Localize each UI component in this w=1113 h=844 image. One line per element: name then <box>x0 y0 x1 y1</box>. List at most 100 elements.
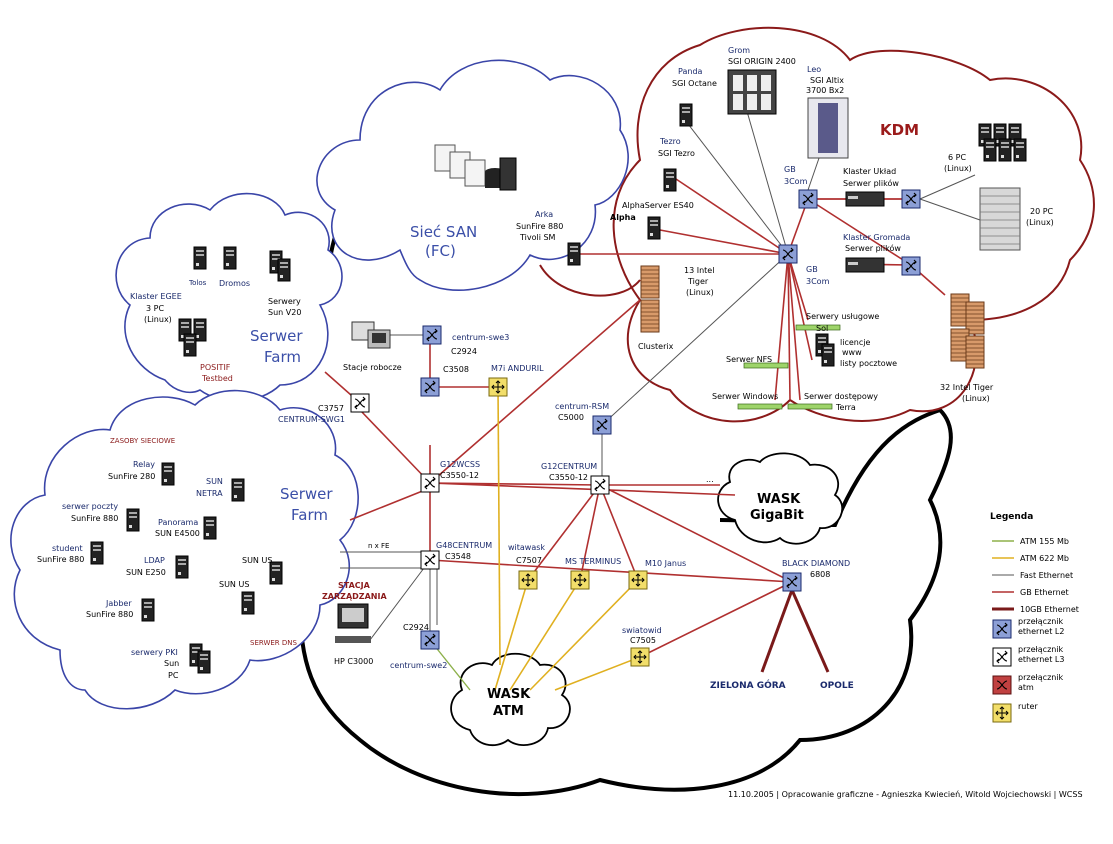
tiger13-label: 13 Intel <box>684 266 714 275</box>
stacja-b: ZARZĄDZANIA <box>322 592 387 601</box>
positif-label: POSITIF <box>200 363 231 372</box>
switch-centrum-swe3[interactable] <box>422 325 442 345</box>
tezro-label: Tezro <box>659 137 681 146</box>
sun-e4500-label: SUN E4500 <box>155 529 200 538</box>
legend-atm-a: przełącznik <box>1018 673 1064 682</box>
tiger32-label: 32 Intel Tiger <box>940 383 994 392</box>
arka-label: Arka <box>535 210 553 219</box>
student-label: student <box>52 544 83 553</box>
tolos-server-icon <box>193 246 207 270</box>
farm2-cloud <box>10 389 359 710</box>
switch-centrum-swe2[interactable] <box>420 630 440 650</box>
black-diamond-label: BLACK DIAMOND <box>782 559 850 568</box>
c3508-label: C3508 <box>443 365 469 374</box>
arka-model2: Tivoli SM <box>519 233 556 242</box>
switch-g12wcss[interactable] <box>420 473 440 493</box>
gb3com1-a: GB <box>784 165 796 174</box>
stacje-robocze-label: Stacje robocze <box>343 363 402 372</box>
relay-server-icon <box>161 462 175 486</box>
centrum-swe3-label: centrum-swe3 <box>452 333 509 342</box>
legend-icon-l3 <box>992 647 1012 667</box>
g12centrum-label: G12CENTRUM <box>541 462 597 471</box>
hp-c3000-label: HP C3000 <box>334 657 373 666</box>
wask-black-cloud <box>298 407 953 797</box>
switch-g48centrum[interactable] <box>420 550 440 570</box>
switch-klaster-uklad[interactable] <box>901 189 921 209</box>
san-title: Sieć SAN <box>410 223 477 241</box>
windows-server-bar <box>737 403 783 410</box>
klaster-gromada-label: Klaster Gromada <box>843 233 910 242</box>
leo-model2: 3700 Bx2 <box>806 86 844 95</box>
sun-label: Sun <box>164 659 179 668</box>
centrum-swg1-label: CENTRUM-SWG1 <box>278 415 345 424</box>
klaster-uklad-icon <box>845 191 885 207</box>
netra-server-icon <box>231 478 245 502</box>
switch-gb3com-core[interactable] <box>778 244 798 264</box>
sol-server-icon <box>815 333 835 367</box>
san-subtitle: (FC) <box>425 242 456 260</box>
router-m7i[interactable] <box>488 377 508 397</box>
legend-icon-atm <box>992 675 1012 695</box>
router-witawask[interactable] <box>518 570 538 590</box>
switch-c3757[interactable] <box>350 393 370 413</box>
stacja-a: STACJA <box>338 581 371 590</box>
switch-c3508[interactable] <box>420 377 440 397</box>
centrum-rsm-label: centrum-RSM <box>555 402 609 411</box>
windows-label: Serwer Windows <box>712 392 778 401</box>
wask-atm-cloud <box>450 652 571 747</box>
gb3com2-a: GB <box>806 265 818 274</box>
c3550b-label: C3550-12 <box>549 473 588 482</box>
sol-label: Sol <box>816 324 828 333</box>
farm2-title-b: Farm <box>291 506 328 524</box>
listy-label: listy pocztowe <box>840 359 897 368</box>
dns-label: SERWER DNS <box>250 639 298 647</box>
g12wcss-label: G12WCSS <box>440 460 480 469</box>
ldap-server-icon <box>175 555 189 579</box>
pc3-os: (Linux) <box>144 315 172 324</box>
tezro-model: SGI Tezro <box>658 149 695 158</box>
legend-icon-l2 <box>992 619 1012 639</box>
legend-line-label: 10GB Ethernet <box>1020 605 1079 614</box>
nfs-label: Serwer NFS <box>726 355 772 364</box>
grom-label: Grom <box>728 46 750 55</box>
sunfire880a-label: SunFire 880 <box>71 514 118 523</box>
terra-label: Terra <box>835 403 856 412</box>
farm1-title-b: Farm <box>264 348 301 366</box>
tezro-server-icon <box>663 168 677 192</box>
legend-line-label: GB Ethernet <box>1020 588 1069 597</box>
router-swiatowid[interactable] <box>630 647 650 667</box>
san-storage-icon <box>434 144 517 191</box>
legend-line-label: ATM 155 Mb <box>1020 537 1069 546</box>
grom-model: SGI ORIGIN 2400 <box>728 57 796 66</box>
c2924b-label: C2924 <box>403 623 429 632</box>
gb3com1-b: 3Com <box>784 177 808 186</box>
alpha-label: Alpha <box>610 213 636 222</box>
router-m10-janus[interactable] <box>628 570 648 590</box>
workstations-icon <box>351 321 391 349</box>
switch-gb3com-1[interactable] <box>798 189 818 209</box>
pc20-rack-icon <box>979 187 1021 251</box>
alpha-server-icon <box>647 216 661 240</box>
sun-netra-a: SUN <box>206 477 223 486</box>
labels: Sieć SAN (FC) Serwer Farm Serwer Farm KD… <box>37 46 1054 719</box>
alpha-model: AlphaServer ES40 <box>622 201 694 210</box>
tiger32-rack-icon <box>950 293 985 369</box>
switch-g12centrum[interactable] <box>590 475 610 495</box>
testbed-label: Testbed <box>201 374 233 383</box>
pki-label: serwery PKI <box>131 648 178 657</box>
footer-credits: 11.10.2005 | Opracowanie graficzne - Agn… <box>728 790 1083 799</box>
m10-janus-label: M10 Janus <box>645 559 686 568</box>
tolos-label: Tolos <box>188 279 207 287</box>
gb3com2-b: 3Com <box>806 277 830 286</box>
switch-centrum-rsm[interactable] <box>592 415 612 435</box>
ldap-label: LDAP <box>144 556 165 565</box>
pc20-label: 20 PC <box>1030 207 1054 216</box>
wask-gb-b: GigaBit <box>750 508 804 523</box>
centrum-swe2-label: centrum-swe2 <box>390 661 447 670</box>
switch-klaster-gromada[interactable] <box>901 256 921 276</box>
legend-icon-router <box>992 703 1012 723</box>
router-ms-terminus[interactable] <box>570 570 590 590</box>
switch-black-diamond[interactable] <box>782 572 802 592</box>
legend-l2-a: przełącznik <box>1018 617 1064 626</box>
